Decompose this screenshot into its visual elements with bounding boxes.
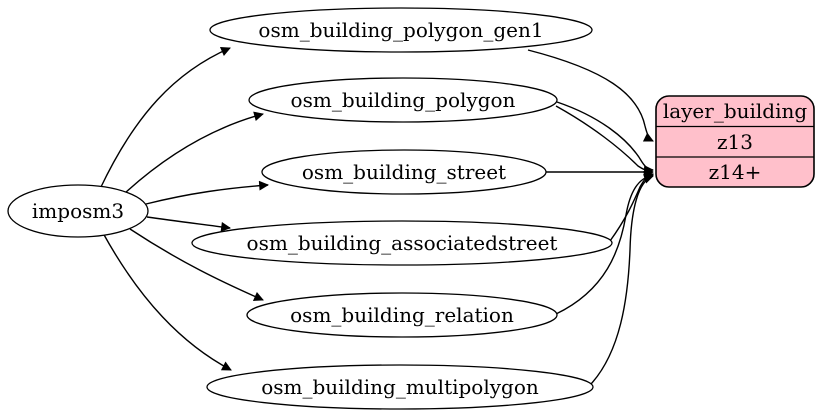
edge-imposm3-polygon-gen1 [99,47,231,190]
node-osm-building-associatedstreet: osm_building_associatedstreet [191,220,613,266]
polygon-gen1-label: osm_building_polygon_gen1 [258,18,543,42]
edge-imposm3-street [145,180,269,205]
edge-multipolygon-z14 [590,174,654,385]
layer-row-z13: z13 [717,130,753,154]
layer-row-z14: z14+ [709,160,762,184]
edges-source-to-tables [99,47,269,371]
edge-imposm3-associatedstreet [146,216,231,232]
polygon-gen1-ellipse [209,7,593,53]
associatedstreet-label: osm_building_associatedstreet [247,231,558,255]
layer-building-title: layer_building [663,99,808,123]
node-osm-building-street: osm_building_street [261,149,547,195]
imposm3-ellipse [7,184,149,238]
node-layer-building: layer_building z13 z14+ [655,95,815,188]
node-imposm3: imposm3 [7,184,149,238]
edge-relation-z14 [555,171,654,315]
imposm3-label: imposm3 [32,199,124,223]
edge-imposm3-relation [129,228,264,301]
node-osm-building-relation: osm_building_relation [246,292,558,338]
relation-label: osm_building_relation [290,303,514,327]
edges-tables-to-layer [527,49,654,385]
edge-polygon-z14-twin [555,105,651,172]
associatedstreet-ellipse [191,220,613,266]
edge-imposm3-polygon [124,111,264,194]
edge-polygon-gen1-z13 [527,49,654,142]
edge-imposm3-multipolygon [102,232,232,371]
node-osm-building-polygon-gen1: osm_building_polygon_gen1 [209,7,593,53]
multipolygon-label: osm_building_multipolygon [261,375,539,399]
polygon-ellipse [248,77,558,123]
polygon-label: osm_building_polygon [291,88,516,112]
relation-ellipse [246,292,558,338]
street-label: osm_building_street [302,160,506,184]
layer-building-box [655,95,815,188]
edge-polygon-z14 [556,101,654,175]
multipolygon-ellipse [206,364,594,410]
street-ellipse [261,149,547,195]
node-osm-building-multipolygon: osm_building_multipolygon [206,364,594,410]
node-osm-building-polygon: osm_building_polygon [248,77,558,123]
